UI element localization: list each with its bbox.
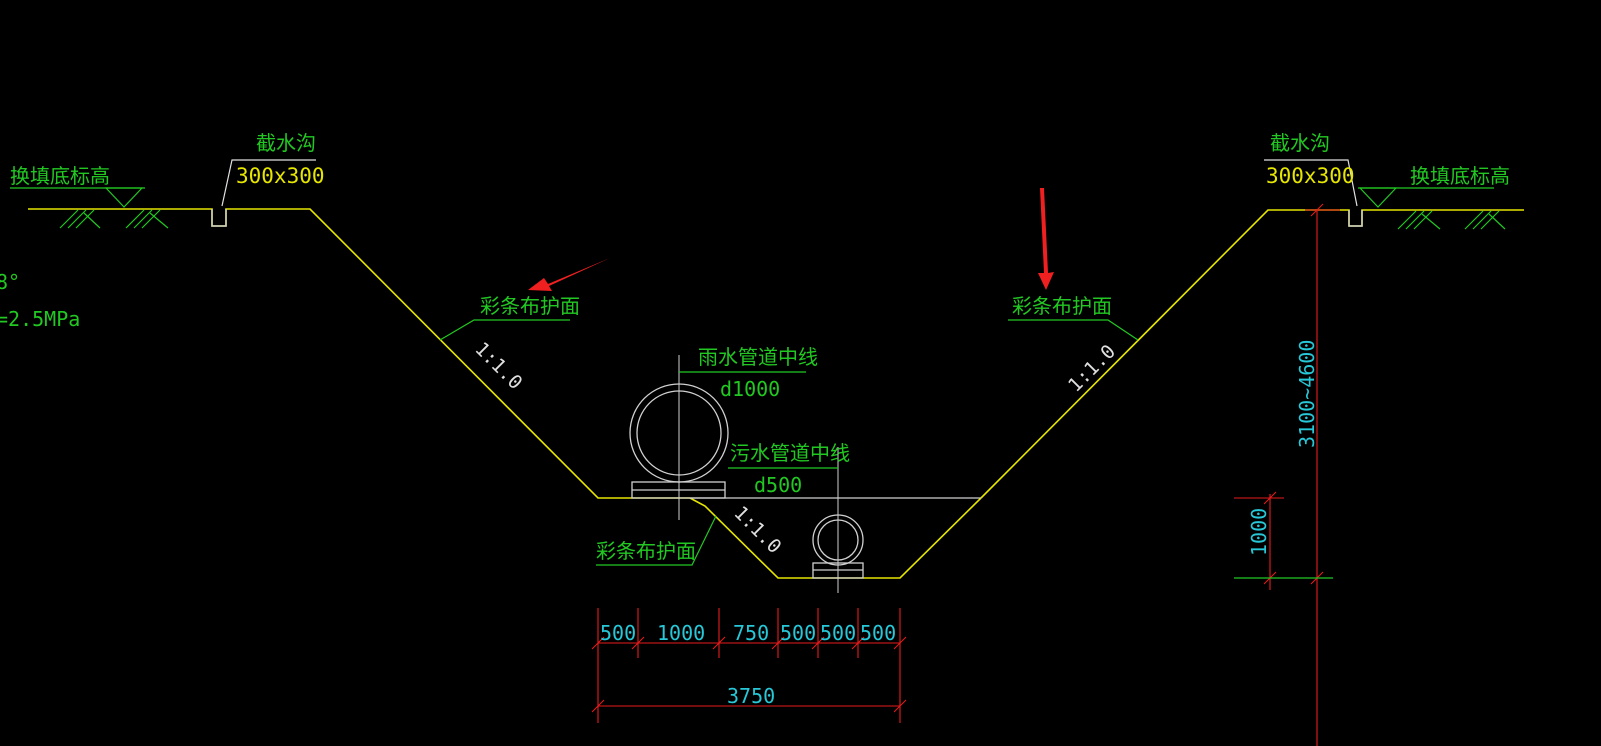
label-partial-2: =2.5MPa [0, 307, 80, 331]
dim-depth-range: 3100~4600 [1295, 340, 1319, 448]
label-replace-fill-left: 换填底标高 [10, 164, 110, 188]
red-arrow-right [1038, 188, 1054, 290]
sewage-pipe [812, 514, 864, 579]
label-sewage-pipe-center: 污水管道中线 [730, 441, 850, 465]
dim-step-height: 1000 [1247, 508, 1271, 556]
ditch-left [211, 209, 227, 227]
ditches [211, 209, 1363, 227]
red-arrow-left [528, 258, 610, 291]
dim-750: 750 [733, 621, 769, 645]
elevation-markers [10, 187, 1494, 208]
dim-500-a: 500 [600, 621, 636, 645]
label-slope-lower: 1:1.0 [729, 502, 785, 558]
label-replace-fill-right: 换填底标高 [1410, 164, 1510, 188]
dim-500-b: 500 [780, 621, 816, 645]
pipe-leaders [679, 371, 838, 469]
label-ditch-size-right: 300x300 [1266, 164, 1355, 188]
bottom-dimensions [591, 608, 907, 723]
ground-hatch [59, 209, 1506, 230]
dim-500-d: 500 [860, 621, 896, 645]
dim-total: 3750 [727, 684, 775, 708]
label-ditch-right: 截水沟 [1270, 131, 1330, 155]
red-arrows [528, 188, 1054, 291]
label-rain-pipe-size: d1000 [720, 377, 780, 401]
label-ditch-size-left: 300x300 [236, 164, 325, 188]
label-partial-1: 8° [0, 270, 20, 294]
dim-1000: 1000 [657, 621, 705, 645]
label-tarp-upper-right: 彩条布护面 [1012, 294, 1112, 318]
dim-500-c: 500 [820, 621, 856, 645]
label-sewage-pipe-size: d500 [754, 473, 802, 497]
label-ditch-left: 截水沟 [256, 131, 316, 155]
lower-trench-profile [689, 497, 982, 579]
rain-pipe [629, 383, 729, 499]
tarp-leaders [439, 319, 1139, 566]
label-tarp-lower-left: 彩条布护面 [596, 539, 696, 563]
ground-line-left [28, 208, 690, 499]
right-dimensions [1234, 203, 1340, 746]
label-rain-pipe-center: 雨水管道中线 [698, 345, 818, 369]
ditch-leaders [221, 159, 1358, 207]
ground-line-right [980, 209, 1524, 499]
ditch-right [1348, 210, 1363, 227]
label-slope-upper-left: 1:1.0 [470, 338, 526, 394]
label-tarp-upper-left: 彩条布护面 [480, 294, 580, 318]
label-slope-upper-right: 1:1.0 [1064, 341, 1120, 397]
